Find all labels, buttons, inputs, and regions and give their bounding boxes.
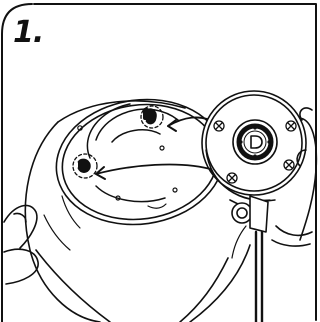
d-logo-icon [250, 135, 263, 149]
housing-body [24, 100, 251, 322]
bracket-screw-icon [213, 120, 297, 184]
mounting-slot-top [140, 105, 164, 129]
left-hand [3, 204, 39, 285]
housing-rim [55, 98, 225, 226]
panel-frame-left [1, 3, 33, 322]
step-number: 1. [13, 15, 44, 50]
housing-opening [86, 103, 179, 203]
power-cable [229, 195, 269, 322]
housing-details [43, 195, 167, 251]
rim-holes [77, 125, 178, 201]
bracket-hub [232, 119, 278, 165]
mounting-slot-left [72, 153, 98, 179]
right-hand [271, 107, 318, 247]
panel-frame [33, 3, 317, 321]
